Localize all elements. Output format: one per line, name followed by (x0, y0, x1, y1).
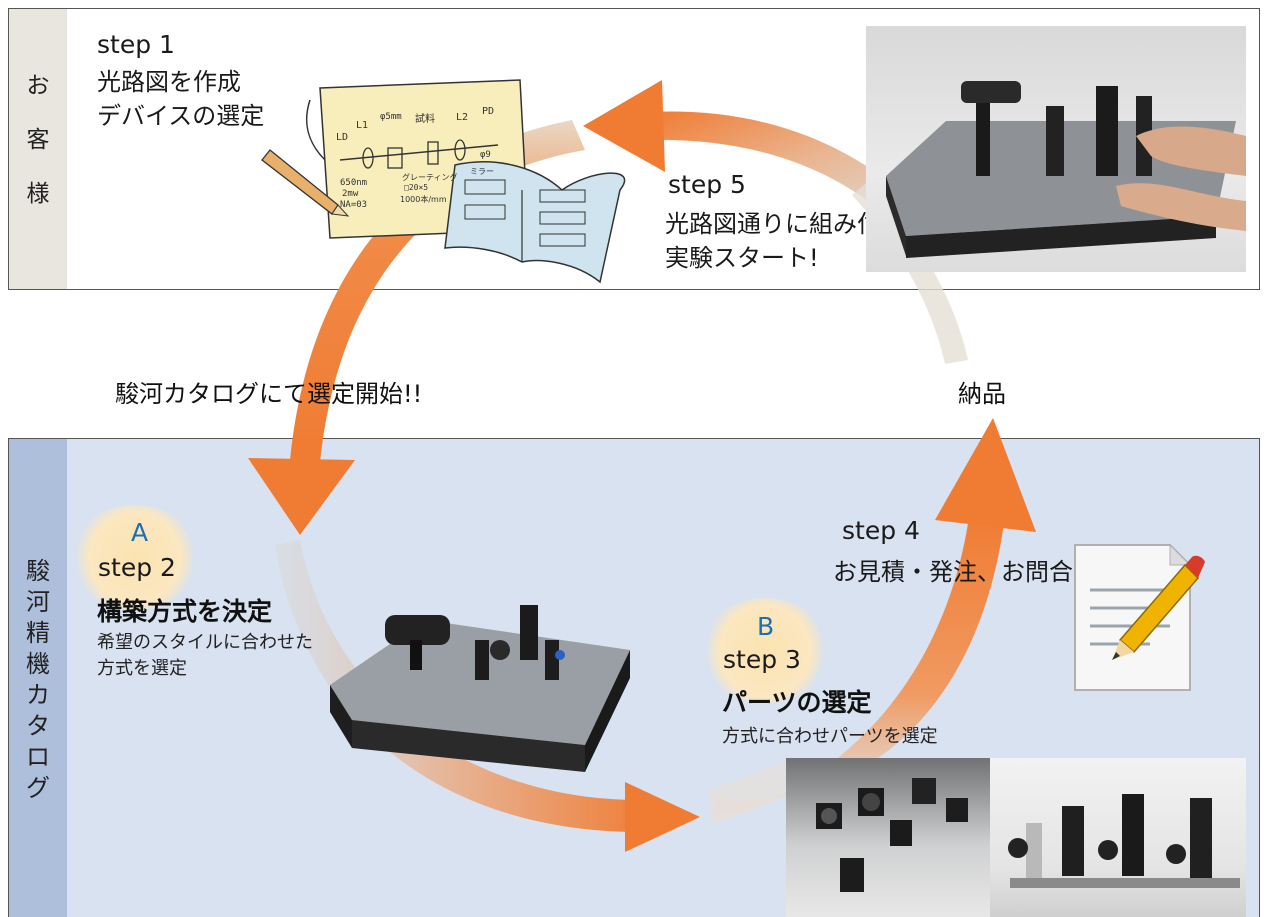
sketch-label-phi9: φ9 (480, 150, 491, 160)
sketch-label-2mw: 2mw (342, 189, 359, 199)
step2-sub-line1: 希望のスタイルに合わせた (97, 632, 313, 653)
sketch-label-650nm: 650nm (340, 178, 368, 188)
sketch-label-ld: LD (336, 132, 349, 143)
customer-side-bar: お 客 様 (9, 9, 67, 289)
step1-line2: デバイスの選定 (97, 102, 265, 130)
step3-label: step 3 (723, 645, 801, 674)
catalog-side-bar: 駿 河 精 機 カ タ ロ グ (9, 439, 67, 917)
step2-badge (70, 505, 200, 610)
sketch-label-l1: L1 (356, 120, 369, 131)
sketch-label-lines: 1000本/mm (400, 195, 447, 204)
step3-badge (700, 598, 830, 703)
start-selection-label: 駿河カタログにて選定開始!! (115, 380, 423, 408)
parts-photo-mounts (786, 758, 990, 917)
arrow-left-head (248, 458, 355, 535)
catalog-side-char: ロ (26, 743, 50, 771)
assembly-photo (866, 26, 1246, 272)
step5-line1: 光路図通りに組み付け (665, 210, 905, 238)
delivery-label: 納品 (958, 380, 1006, 408)
step4-label: step 4 (842, 516, 920, 545)
sketch-label-na: NA=03 (340, 200, 368, 210)
catalog-side-char: 精 (26, 619, 50, 647)
sketch-label-phi5: φ5mm (380, 112, 402, 122)
parts-photo-posts (990, 758, 1246, 917)
catalog-side-char: 機 (26, 650, 50, 678)
arrow-top-head (583, 80, 665, 172)
sketch-label-pd: PD (482, 106, 495, 117)
step2-sub-line2: 方式を選定 (97, 658, 187, 679)
sketch-label-size: □20×5 (404, 183, 429, 192)
step5-line2: 実験スタート! (665, 244, 819, 272)
step4-text: お見積・発注、お問合わせ (833, 558, 1121, 586)
customer-side-char: 様 (26, 181, 50, 207)
sketch-label-mirror: ミラー (470, 167, 494, 176)
step5-label: step 5 (668, 170, 746, 199)
step2-title: 構築方式を決定 (97, 597, 273, 626)
step3-sub: 方式に合わせパーツを選定 (722, 726, 938, 747)
arrow-bottom-head (625, 782, 700, 852)
step2-label: step 2 (98, 553, 176, 582)
arrow-right-head (935, 418, 1036, 532)
arrow-top (648, 111, 905, 210)
step2-badge-letter: A (131, 518, 149, 547)
step3-badge-letter: B (757, 612, 775, 641)
step1-line1: 光路図を作成 (97, 68, 241, 96)
arrow-bottom (275, 540, 640, 832)
customer-side-char: 客 (26, 127, 50, 153)
customer-side-char: お (26, 73, 50, 99)
sketch-label-sample: 試料 (415, 114, 435, 125)
step1-label: step 1 (97, 30, 175, 59)
catalog-side-char: 河 (26, 588, 50, 616)
arrow-tail-bottom (708, 760, 795, 825)
catalog-side-char: カ (26, 681, 50, 709)
sketch-label-grating: グレーティング (402, 173, 458, 182)
catalog-side-char: 駿 (26, 557, 50, 585)
catalog-side-char: グ (26, 774, 50, 802)
catalog-side-char: タ (26, 712, 50, 740)
sketch-label-l2: L2 (456, 112, 469, 123)
step3-title: パーツの選定 (722, 688, 872, 717)
